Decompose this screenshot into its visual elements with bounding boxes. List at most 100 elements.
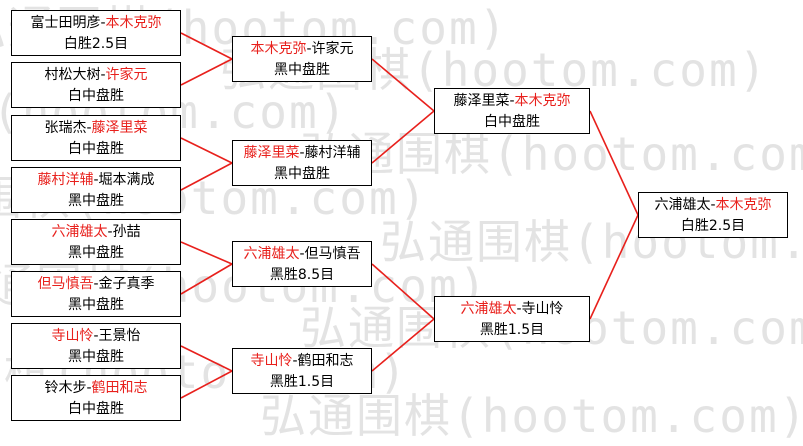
connector-line — [589, 214, 639, 320]
game-result: 白胜2.5目 — [680, 218, 746, 234]
matchup: 寺山怜-王景怡 — [12, 326, 180, 347]
final-match-box: 六浦雄太-本木克弥白胜2.5目 — [638, 192, 788, 238]
matchup: 藤村洋辅-堀本满成 — [12, 170, 180, 191]
matchup: 六浦雄太-寺山怜 — [435, 299, 589, 320]
round2-match-box: 六浦雄太-但马慎吾黑胜8.5目 — [232, 241, 372, 287]
player-1-name: 六浦雄太 — [460, 301, 517, 317]
game-result: 黑中盘胜 — [68, 245, 124, 261]
game-result: 黑中盘胜 — [274, 62, 330, 78]
separator: - — [306, 41, 312, 57]
round2-match-box: 藤泽里菜-藤村洋辅黑中盘胜 — [232, 140, 372, 186]
player-2-name: 藤泽里菜 — [91, 120, 148, 136]
player-2-name: 本木克弥 — [715, 197, 772, 213]
player-1-name: 寺山怜 — [51, 328, 94, 344]
separator: - — [100, 15, 106, 31]
player-1-name: 藤泽里菜 — [453, 93, 510, 109]
connector-line — [371, 58, 435, 112]
player-1-name: 六浦雄太 — [654, 197, 711, 213]
player-1-name: 寺山怜 — [250, 353, 293, 369]
connector-line — [180, 263, 233, 295]
separator: - — [93, 276, 99, 292]
round1-match-box: 铃木步-鹤田和志白中盘胜 — [11, 375, 181, 421]
player-2-name: 但马慎吾 — [304, 246, 361, 262]
matchup: 富士田明彦-本木克弥 — [12, 13, 180, 34]
semifinal-match-box: 六浦雄太-寺山怜黑胜1.5目 — [434, 296, 590, 342]
round1-match-box: 六浦雄太-孙喆黑中盘胜 — [11, 219, 181, 265]
player-2-name: 本木克弥 — [514, 93, 571, 109]
connector-line — [589, 110, 639, 216]
round1-match-box: 富士田明彦-本木克弥白胜2.5目 — [11, 10, 181, 56]
round2-match-box: 寺山怜-鹤田和志黑胜1.5目 — [232, 348, 372, 394]
player-1-name: 藤泽里菜 — [243, 145, 300, 161]
player-2-name: 本木克弥 — [105, 15, 162, 31]
game-result: 白中盘胜 — [68, 401, 124, 417]
game-result: 黑胜8.5目 — [269, 267, 335, 283]
round2-match-box: 本木克弥-许家元黑中盘胜 — [232, 36, 372, 82]
player-1-name: 村松大树 — [44, 67, 101, 83]
matchup: 本木克弥-许家元 — [233, 39, 371, 60]
separator: - — [299, 145, 305, 161]
round1-match-box: 藤村洋辅-堀本满成黑中盘胜 — [11, 167, 181, 213]
player-2-name: 鹤田和志 — [91, 380, 148, 396]
player-2-name: 许家元 — [311, 41, 354, 57]
round1-match-box: 但马慎吾-金子真季黑中盘胜 — [11, 271, 181, 317]
player-1-name: 但马慎吾 — [37, 276, 94, 292]
player-2-name: 寺山怜 — [521, 301, 564, 317]
separator: - — [516, 301, 522, 317]
game-result: 白中盘胜 — [68, 141, 124, 157]
connector-line — [180, 370, 233, 399]
matchup: 村松大树-许家元 — [12, 65, 180, 86]
separator: - — [93, 328, 99, 344]
connector-line — [180, 345, 233, 372]
bracket-connectors — [180, 32, 639, 399]
connector-line — [371, 263, 435, 320]
round1-match-box: 寺山怜-王景怡黑中盘胜 — [11, 323, 181, 369]
connector-line — [371, 110, 435, 164]
separator: - — [107, 224, 113, 240]
round1-match-box: 村松大树-许家元白中盘胜 — [11, 62, 181, 108]
matchup: 六浦雄太-本木克弥 — [639, 195, 787, 216]
player-1-name: 藤村洋辅 — [37, 172, 94, 188]
separator: - — [292, 353, 298, 369]
separator: - — [710, 197, 716, 213]
separator: - — [86, 120, 92, 136]
game-result: 白中盘胜 — [68, 88, 124, 104]
game-result: 黑中盘胜 — [274, 166, 330, 182]
game-result: 白中盘胜 — [484, 114, 540, 130]
matchup: 藤泽里菜-本木克弥 — [435, 91, 589, 112]
player-2-name: 许家元 — [105, 67, 148, 83]
player-1-name: 六浦雄太 — [243, 246, 300, 262]
player-2-name: 王景怡 — [98, 328, 141, 344]
separator: - — [100, 67, 106, 83]
game-result: 黑胜1.5目 — [269, 374, 335, 390]
game-result: 白胜2.5目 — [63, 36, 129, 52]
player-1-name: 张瑞杰 — [44, 120, 87, 136]
matchup: 张瑞杰-藤泽里菜 — [12, 118, 180, 139]
player-1-name: 富士田明彦 — [30, 15, 101, 31]
game-result: 黑胜1.5目 — [479, 322, 545, 338]
semifinal-match-box: 藤泽里菜-本木克弥白中盘胜 — [434, 88, 590, 134]
connector-line — [180, 32, 233, 60]
player-2-name: 金子真季 — [98, 276, 155, 292]
separator: - — [299, 246, 305, 262]
player-2-name: 孙喆 — [112, 224, 141, 240]
connector-line — [180, 162, 233, 191]
matchup: 铃木步-鹤田和志 — [12, 378, 180, 399]
matchup: 六浦雄太-但马慎吾 — [233, 244, 371, 265]
matchup: 但马慎吾-金子真季 — [12, 274, 180, 295]
connector-line — [371, 318, 435, 372]
separator: - — [509, 93, 515, 109]
round1-match-box: 张瑞杰-藤泽里菜白中盘胜 — [11, 115, 181, 161]
matchup: 六浦雄太-孙喆 — [12, 222, 180, 243]
game-result: 黑中盘胜 — [68, 193, 124, 209]
connector-line — [180, 58, 233, 86]
separator: - — [86, 380, 92, 396]
game-result: 黑中盘胜 — [68, 349, 124, 365]
player-1-name: 铃木步 — [44, 380, 87, 396]
player-1-name: 本木克弥 — [250, 41, 307, 57]
player-2-name: 藤村洋辅 — [304, 145, 361, 161]
game-result: 黑中盘胜 — [68, 297, 124, 313]
matchup: 藤泽里菜-藤村洋辅 — [233, 143, 371, 164]
separator: - — [93, 172, 99, 188]
player-2-name: 鹤田和志 — [297, 353, 354, 369]
